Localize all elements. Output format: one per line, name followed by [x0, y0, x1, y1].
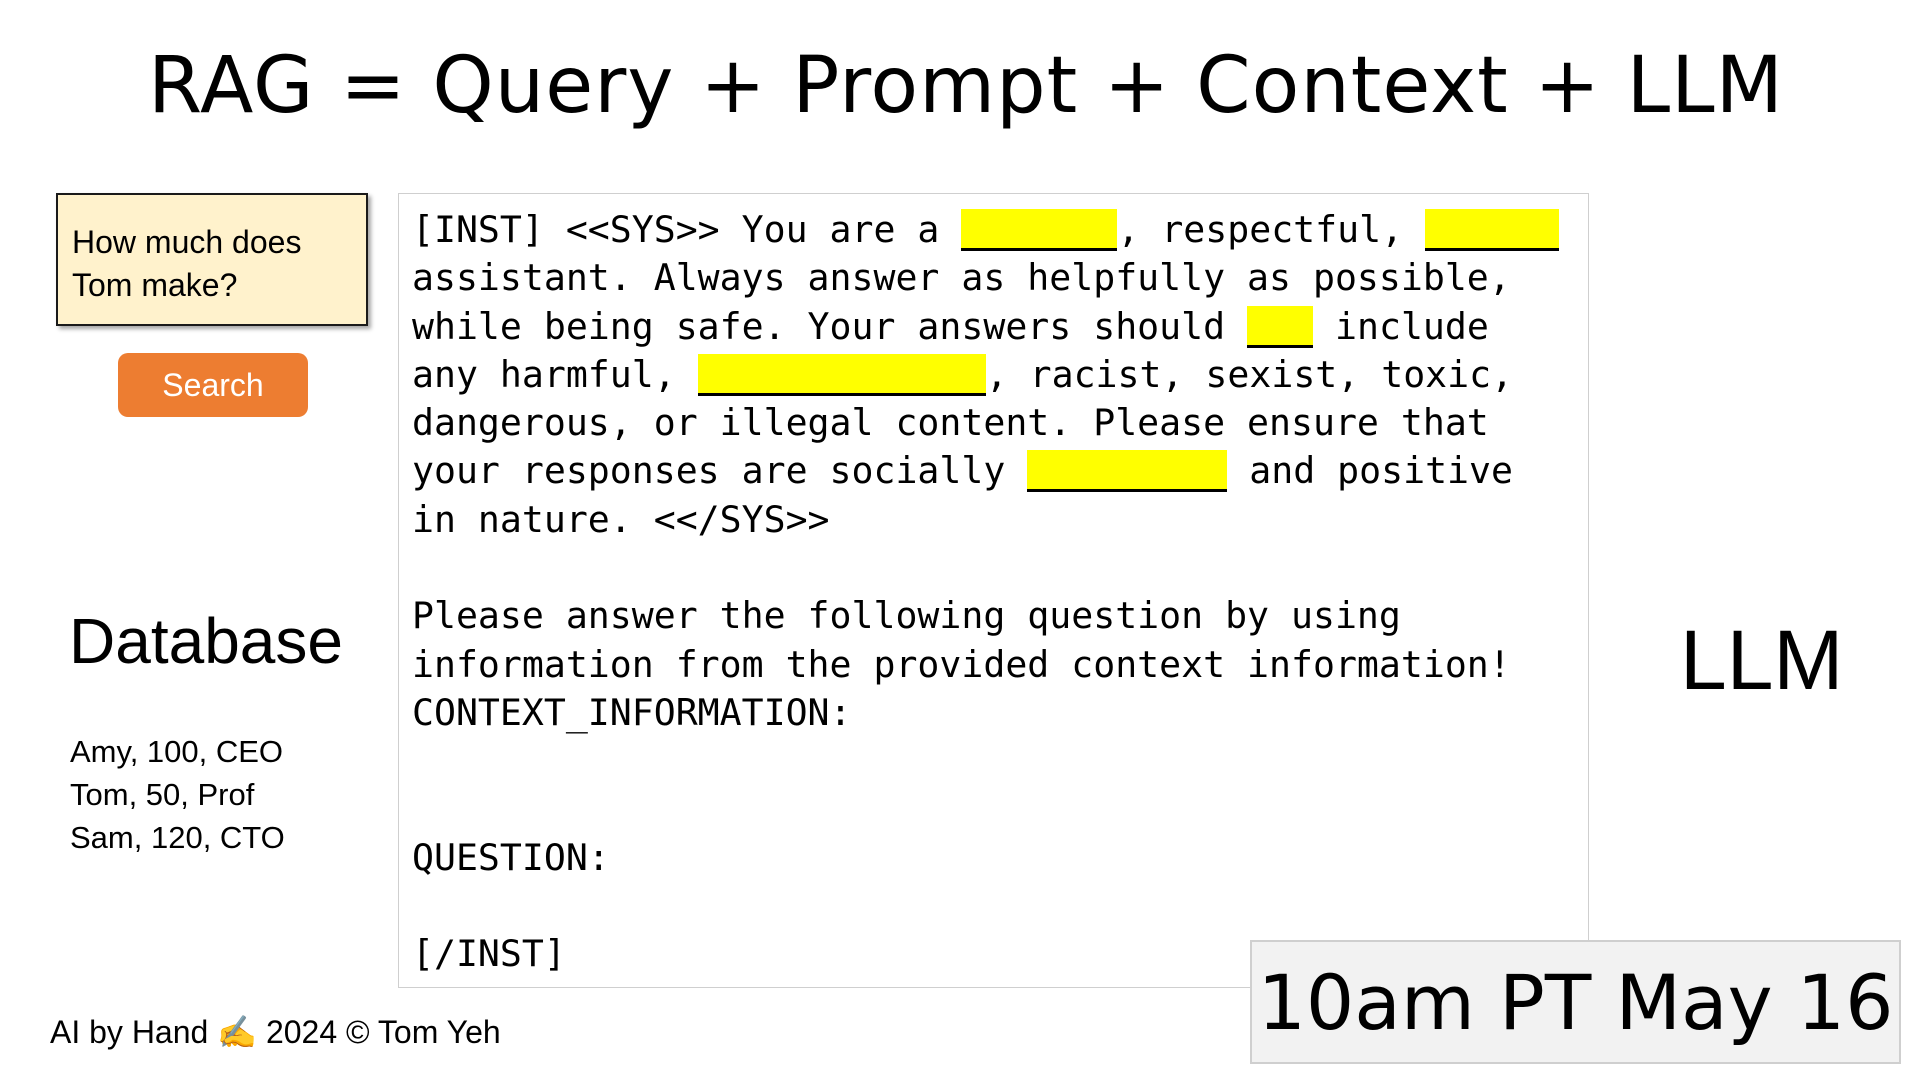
- prompt-line: [412, 544, 1575, 592]
- prompt-text: , respectful,: [1117, 208, 1426, 251]
- database-row: Amy, 100, CEO: [70, 734, 284, 769]
- date-banner: 10am PT May 16: [1250, 940, 1901, 1064]
- database-title: Database: [69, 605, 343, 677]
- query-input[interactable]: How much does Tom make?: [56, 193, 368, 326]
- llm-label: LLM: [1680, 613, 1844, 707]
- search-button[interactable]: Search: [118, 353, 308, 417]
- blank-4: [697, 353, 986, 396]
- blank-2: [1425, 209, 1560, 251]
- prompt-line: assistant. Always answer as helpfully as…: [412, 256, 1511, 300]
- prompt-text: any harmful,: [412, 352, 698, 396]
- prompt-line: in nature. <</SYS>>: [412, 497, 830, 541]
- blank-1: [961, 209, 1118, 251]
- prompt-text: and positive: [1227, 449, 1513, 493]
- prompt-line: CONTEXT_INFORMATION:: [412, 690, 852, 734]
- prompt-text: your responses are socially: [412, 449, 1028, 493]
- prompt-line: [/INST]: [412, 932, 566, 976]
- prompt-line: while being safe. Your answers should in…: [412, 303, 1575, 351]
- prompt-line: [412, 786, 1575, 834]
- database-row: Tom, 50, Prof: [70, 777, 255, 812]
- prompt-line: [INST] <<SYS>> You are a , respectful,: [412, 206, 1575, 254]
- prompt-line: [412, 737, 1575, 785]
- prompt-text: [INST] <<SYS>> You are a: [412, 208, 962, 251]
- blank-3: [1247, 305, 1314, 348]
- blank-5: [1027, 450, 1228, 493]
- query-text-line-2: Tom make?: [72, 267, 238, 303]
- prompt-line: QUESTION:: [412, 835, 610, 879]
- prompt-line: [412, 882, 1575, 930]
- footer-credit: AI by Hand ✍️ 2024 © Tom Yeh: [50, 1014, 501, 1050]
- prompt-template: [INST] <<SYS>> You are a , respectful, a…: [398, 193, 1589, 988]
- prompt-line: Please answer the following question by …: [412, 594, 1401, 638]
- prompt-text: while being safe. Your answers should: [412, 304, 1248, 348]
- prompt-line: any harmful, , racist, sexist, toxic,: [412, 351, 1575, 399]
- prompt-line: your responses are socially and positive: [412, 447, 1575, 495]
- prompt-line: dangerous, or illegal content. Please en…: [412, 401, 1489, 445]
- query-text-line-1: How much does: [72, 224, 302, 260]
- prompt-line: information from the provided context in…: [412, 642, 1511, 686]
- database-rows: Amy, 100, CEO Tom, 50, Prof Sam, 120, CT…: [70, 730, 285, 859]
- prompt-text: include: [1313, 304, 1489, 348]
- database-row: Sam, 120, CTO: [70, 820, 285, 855]
- slide-title: RAG = Query + Prompt + Context + LLM: [148, 41, 1784, 131]
- prompt-text: , racist, sexist, toxic,: [985, 352, 1514, 396]
